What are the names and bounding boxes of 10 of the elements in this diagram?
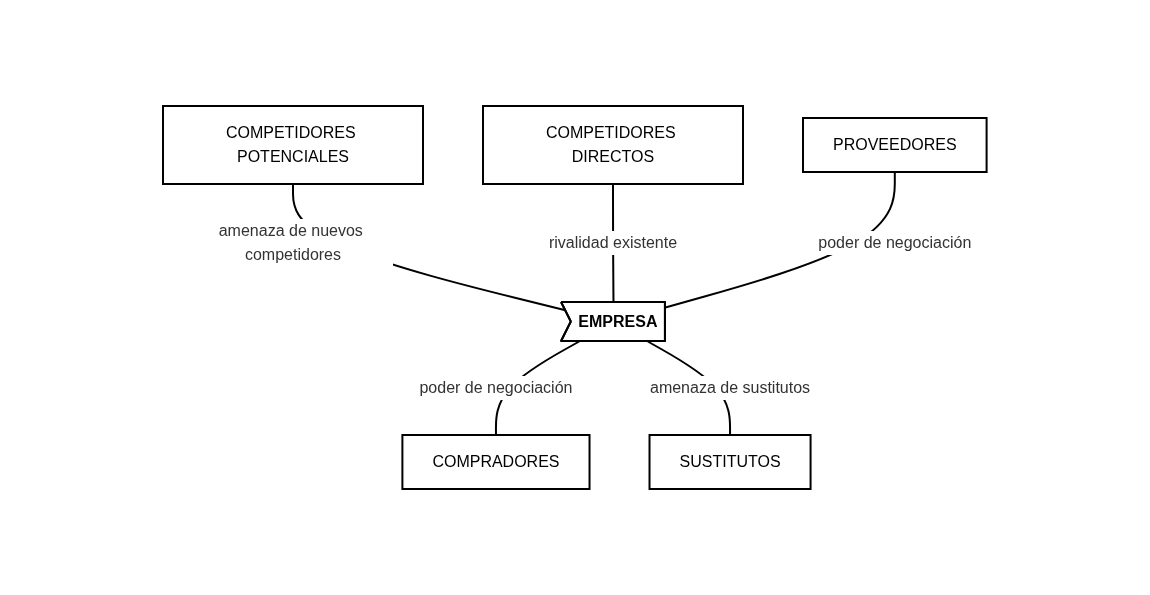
edge-label: amenaza de nuevos competidores [218, 222, 364, 263]
edge-label: poder de negociación [818, 234, 972, 251]
edge-label: poder de negociación [419, 379, 573, 396]
node-box: COMPETIDORES DIRECTOS [482, 105, 745, 185]
node-box: COMPRADORES [401, 434, 591, 490]
node-box: PROVEEDORES [802, 117, 988, 173]
edge-label: amenaza de sustitutos [650, 379, 811, 396]
node-box: SUSTITUTOS [648, 434, 812, 490]
edge-label: rivalidad existente [549, 234, 678, 251]
node-box: COMPETIDORES POTENCIALES [162, 105, 425, 185]
